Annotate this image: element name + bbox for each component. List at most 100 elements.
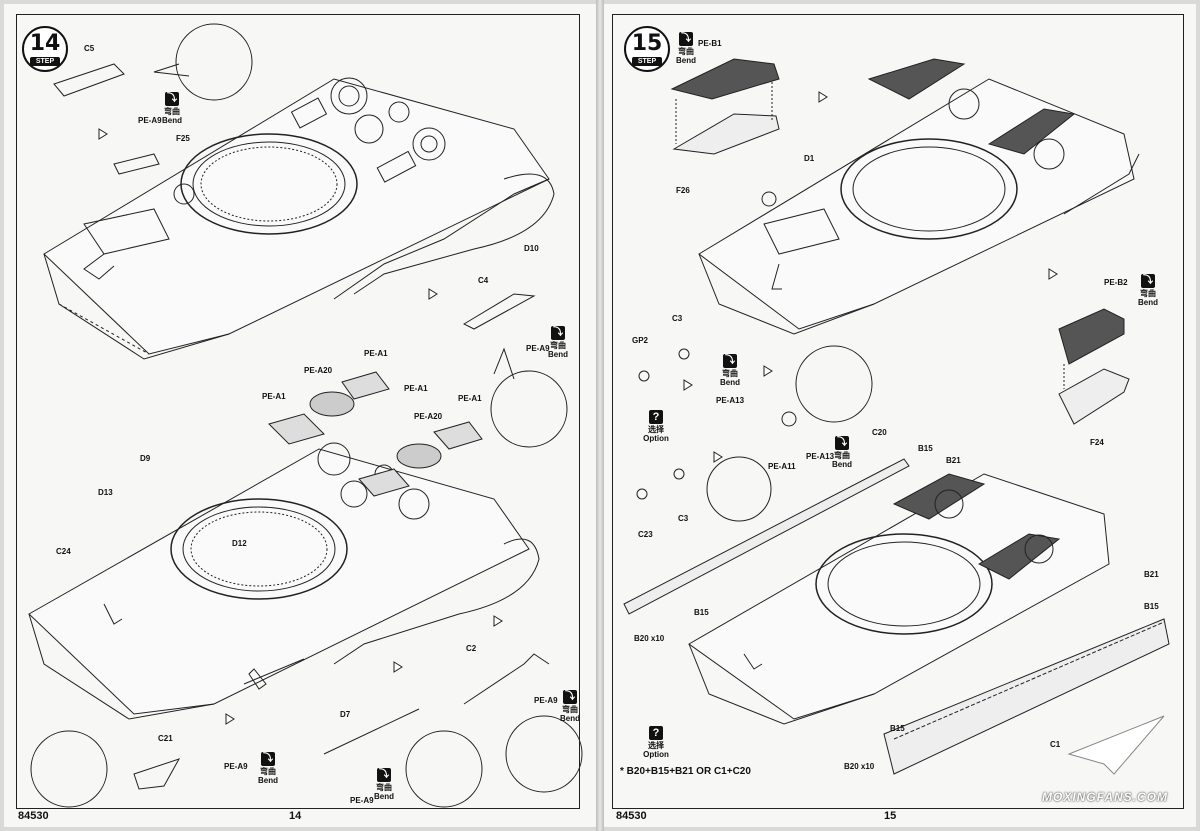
hull-top-view-3 [698, 58, 1140, 335]
part-label-pe-a20: PE-A20 [414, 412, 443, 421]
bend-cn: 弯曲 [376, 783, 392, 792]
bend-icon: ⤵ [261, 752, 275, 766]
bend-en: Bend [548, 350, 568, 359]
part-label-b21: B21 [946, 456, 961, 465]
hull-top-view-4 [623, 458, 1170, 775]
part-label-gp2: GP2 [632, 336, 649, 345]
bend-en: Bend [258, 776, 278, 785]
part-label-pe-b2: PE-B2 [1104, 278, 1128, 287]
assembly-drawing-step-15 [623, 58, 1170, 775]
page-number: 15 [884, 810, 897, 822]
bend-cn: 弯曲 [550, 341, 566, 350]
question-icon: ? [649, 726, 663, 740]
part-label-c5: C5 [84, 44, 95, 53]
option-en: Option [643, 750, 669, 759]
option-footnote: * B20+B15+B21 OR C1+C20 [620, 766, 751, 777]
bend-en: Bend [1138, 298, 1158, 307]
part-label-b15: B15 [694, 608, 709, 617]
catalog-number: 84530 [18, 810, 49, 822]
part-label-c1: C1 [1050, 740, 1061, 749]
part-label-c20: C20 [872, 428, 887, 437]
step-15-badge: 15 STEP [624, 26, 670, 72]
part-label-pe-b1: PE-B1 [698, 39, 722, 48]
bend-en: Bend [832, 460, 852, 469]
part-label-c3: C3 [678, 514, 689, 523]
option-cn: 选择 [648, 425, 664, 434]
part-label-pe-a1: PE-A1 [364, 349, 388, 358]
part-label-pe-a20: PE-A20 [304, 366, 333, 375]
part-label-pe-a9: PE-A9 [138, 116, 162, 125]
hull-top-view-2 [28, 442, 540, 720]
part-label-d10: D10 [524, 244, 539, 253]
part-label-b15: B15 [918, 444, 933, 453]
part-label-b15: B15 [890, 724, 905, 733]
step-14-badge: 14 STEP [22, 26, 68, 72]
bend-cn: 弯曲 [678, 47, 694, 56]
part-label-b20: B20 x10 [844, 762, 875, 771]
part-label-b15: B15 [1144, 602, 1159, 611]
part-label-pe-a9: PE-A9 [224, 762, 248, 771]
bend-cn: 弯曲 [834, 451, 850, 460]
step-number: 15 [631, 31, 663, 56]
part-label-c21: C21 [158, 734, 173, 743]
part-label-c3: C3 [672, 314, 683, 323]
bend-en: Bend [560, 714, 580, 723]
bend-en: Bend [374, 792, 394, 801]
bend-cn: 弯曲 [1140, 289, 1156, 298]
hull-top-view-1 [43, 63, 555, 360]
page-number: 14 [289, 810, 302, 822]
bend-cn: 弯曲 [562, 705, 578, 714]
option-en: Option [643, 434, 669, 443]
bend-icon: ⤵ [679, 32, 693, 46]
assembly-drawing-step-14 [28, 23, 583, 808]
page-frame [612, 14, 1184, 809]
step-label: STEP [30, 57, 60, 66]
bend-icon: ⤵ [551, 326, 565, 340]
step-number: 14 [29, 31, 61, 56]
bend-icon: ⤵ [1141, 274, 1155, 288]
bend-en: Bend [720, 378, 740, 387]
part-label-pe-a13: PE-A13 [716, 396, 745, 405]
catalog-number: 84530 [616, 810, 647, 822]
step-label: STEP [632, 57, 662, 66]
part-label-d1: D1 [804, 154, 815, 163]
part-label-f25: F25 [176, 134, 190, 143]
part-label-f26: F26 [676, 186, 690, 195]
page-gutter [596, 0, 604, 831]
bend-icon: ⤵ [377, 768, 391, 782]
bend-icon: ⤵ [835, 436, 849, 450]
bend-icon: ⤵ [723, 354, 737, 368]
page-frame [16, 14, 580, 809]
bend-en: Bend [162, 116, 182, 125]
part-label-pe-a11: PE-A11 [768, 462, 796, 471]
bend-cn: 弯曲 [260, 767, 276, 776]
bend-en: Bend [676, 56, 696, 65]
part-label-c2: C2 [466, 644, 477, 653]
watermark: MOXINGFANS.COM [1042, 790, 1169, 804]
part-label-c4: C4 [478, 276, 489, 285]
question-icon: ? [649, 410, 663, 424]
part-label-d12: D12 [232, 539, 247, 548]
part-label-d9: D9 [140, 454, 151, 463]
part-label-pe-a9: PE-A9 [534, 696, 558, 705]
part-label-c23: C23 [638, 530, 653, 539]
bend-cn: 弯曲 [722, 369, 738, 378]
part-label-pe-a1: PE-A1 [262, 392, 286, 401]
part-label-b21: B21 [1144, 570, 1159, 579]
part-label-pe-a9: PE-A9 [350, 796, 374, 805]
part-label-pe-a1: PE-A1 [458, 394, 482, 403]
part-label-f24: F24 [1090, 438, 1104, 447]
bend-cn: 弯曲 [164, 107, 180, 116]
